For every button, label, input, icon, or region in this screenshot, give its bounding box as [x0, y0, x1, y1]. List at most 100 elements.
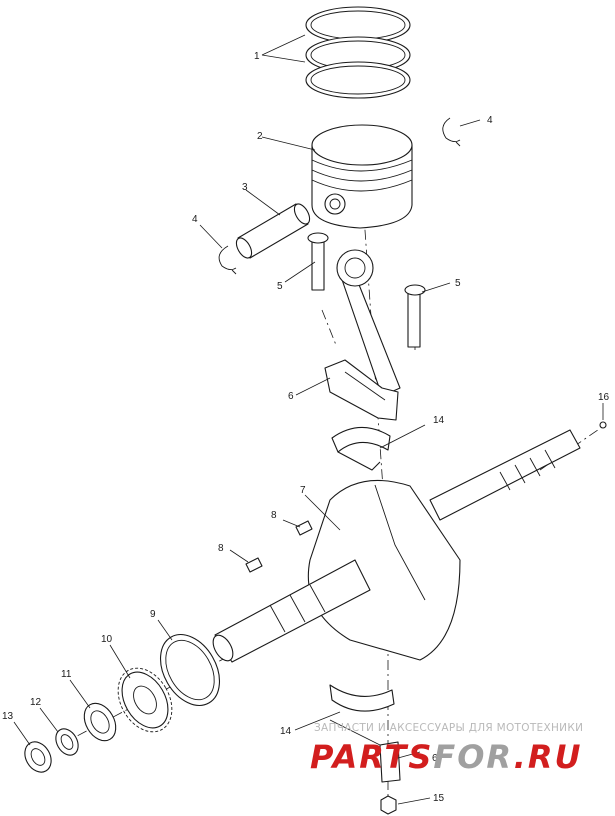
callout-12: 12: [30, 697, 42, 708]
seal-inner: [165, 639, 215, 701]
crank-axis-right: [539, 424, 606, 471]
callout-6a: 6: [288, 391, 294, 402]
end-nut-outer: [24, 741, 52, 773]
leader-14b: [294, 711, 341, 731]
key-left: [245, 557, 263, 573]
watermark-brand-parts: PARTS: [310, 738, 433, 776]
washer-outer: [55, 728, 79, 756]
piston: [311, 124, 413, 229]
lock-nut: [83, 702, 117, 742]
rod-bolts: [307, 232, 426, 348]
callout-16: 16: [598, 392, 610, 403]
pin-end: [293, 203, 311, 225]
leader-10: [109, 644, 131, 679]
callout-14b: 14: [280, 726, 292, 737]
watermark-tagline: ЗАПЧАСТИ И АКСЕССУАРЫ ДЛЯ МОТОТЕХНИКИ: [314, 722, 583, 734]
callout-4a: 4: [192, 214, 198, 225]
piston-crown: [311, 124, 413, 166]
woodruff-keys: [245, 520, 313, 573]
watermark-brand-ru: .RU: [514, 738, 583, 776]
piston-groove-1: [311, 159, 413, 172]
leader-4b: [459, 119, 481, 127]
leader-7: [304, 494, 341, 531]
crank-shaft-right: [429, 429, 581, 521]
circlip-right-end: [455, 141, 461, 147]
leader-6a: [295, 377, 331, 396]
crank-left-end: [212, 634, 234, 662]
callout-1: 1: [254, 51, 260, 62]
leader-lines: [13, 34, 604, 805]
seal-outer: [159, 634, 221, 706]
callout-4b: 4: [487, 115, 493, 126]
leader-15: [397, 797, 431, 805]
watermark: ЗАПЧАСТИ И АКСЕССУАРЫ ДЛЯ МОТОТЕХНИКИ PA…: [310, 722, 583, 776]
leader-13: [13, 721, 31, 746]
piston-groove-3: [311, 179, 413, 192]
leader-14a: [379, 424, 426, 449]
callout-13: 13: [2, 711, 14, 722]
circlips: [218, 117, 461, 275]
connecting-rod: [324, 249, 401, 421]
callout-labels: 1 2 3 4 4 5 5 6 6 7 8 8 9 10 11 12 13 14…: [2, 51, 610, 804]
bolt-axis-left: [321, 309, 337, 346]
ring-bottom-inner: [310, 65, 406, 95]
rod-big-end: [324, 359, 399, 421]
leader-2: [261, 136, 316, 151]
nut-bore: [90, 710, 110, 734]
leader-5a: [284, 261, 316, 283]
callout-14a: 14: [433, 415, 445, 426]
timing-gear: [117, 667, 173, 733]
callout-9: 9: [150, 609, 156, 620]
leader-5b: [421, 282, 451, 293]
crankshaft: [212, 421, 607, 663]
circlip-left: [218, 245, 237, 271]
leader-12: [39, 707, 59, 733]
rod-big-end-edge: [344, 371, 386, 401]
leader-6b: [397, 751, 421, 759]
callout-6b: 6: [432, 753, 438, 764]
callout-8a: 8: [218, 543, 224, 554]
crank-shaft-left-steps: [269, 584, 326, 633]
callout-5a: 5: [277, 281, 283, 292]
watermark-brand-for: FOR: [433, 738, 513, 776]
callout-10: 10: [101, 634, 113, 645]
gear-body: [121, 671, 169, 729]
gear-teeth: [117, 667, 173, 733]
callout-8b: 8: [271, 510, 277, 521]
bolt-left-shank: [311, 239, 325, 291]
piston-groove-2: [311, 169, 413, 182]
watermark-brand: PARTSFOR.RU: [310, 738, 582, 776]
circlip-left-end: [231, 269, 237, 275]
leader-11: [69, 679, 91, 709]
callout-7: 7: [300, 485, 306, 496]
bottom-nut: [380, 795, 397, 815]
pin-end-near: [235, 237, 253, 259]
callout-2: 2: [257, 131, 263, 142]
bearing-upper-edge: [337, 451, 381, 471]
callout-3: 3: [242, 182, 248, 193]
leader-4a: [199, 224, 223, 249]
leader-1b: [261, 54, 306, 63]
nut-outer: [83, 702, 117, 742]
gear-hub: [133, 685, 157, 715]
rod-cap: [329, 719, 401, 783]
cap-edge: [329, 719, 381, 746]
piston-pin: [235, 203, 311, 259]
circlip-right: [442, 117, 461, 143]
washer: [55, 728, 79, 756]
crank-splines: [499, 449, 556, 491]
bolt-right-shank: [407, 291, 421, 348]
piston-rings: [305, 6, 411, 99]
bearing-lower: [329, 684, 395, 712]
piston-pin-hole: [329, 198, 341, 210]
washer-inner: [60, 734, 74, 750]
bolt-left-head: [307, 232, 329, 244]
bearing-halves: [329, 426, 395, 712]
callout-5b: 5: [455, 278, 461, 289]
leader-8b: [282, 519, 301, 528]
piston-pin-boss: [324, 193, 346, 215]
rod-small-end-bore: [344, 257, 366, 279]
ring-bottom: [305, 61, 411, 99]
